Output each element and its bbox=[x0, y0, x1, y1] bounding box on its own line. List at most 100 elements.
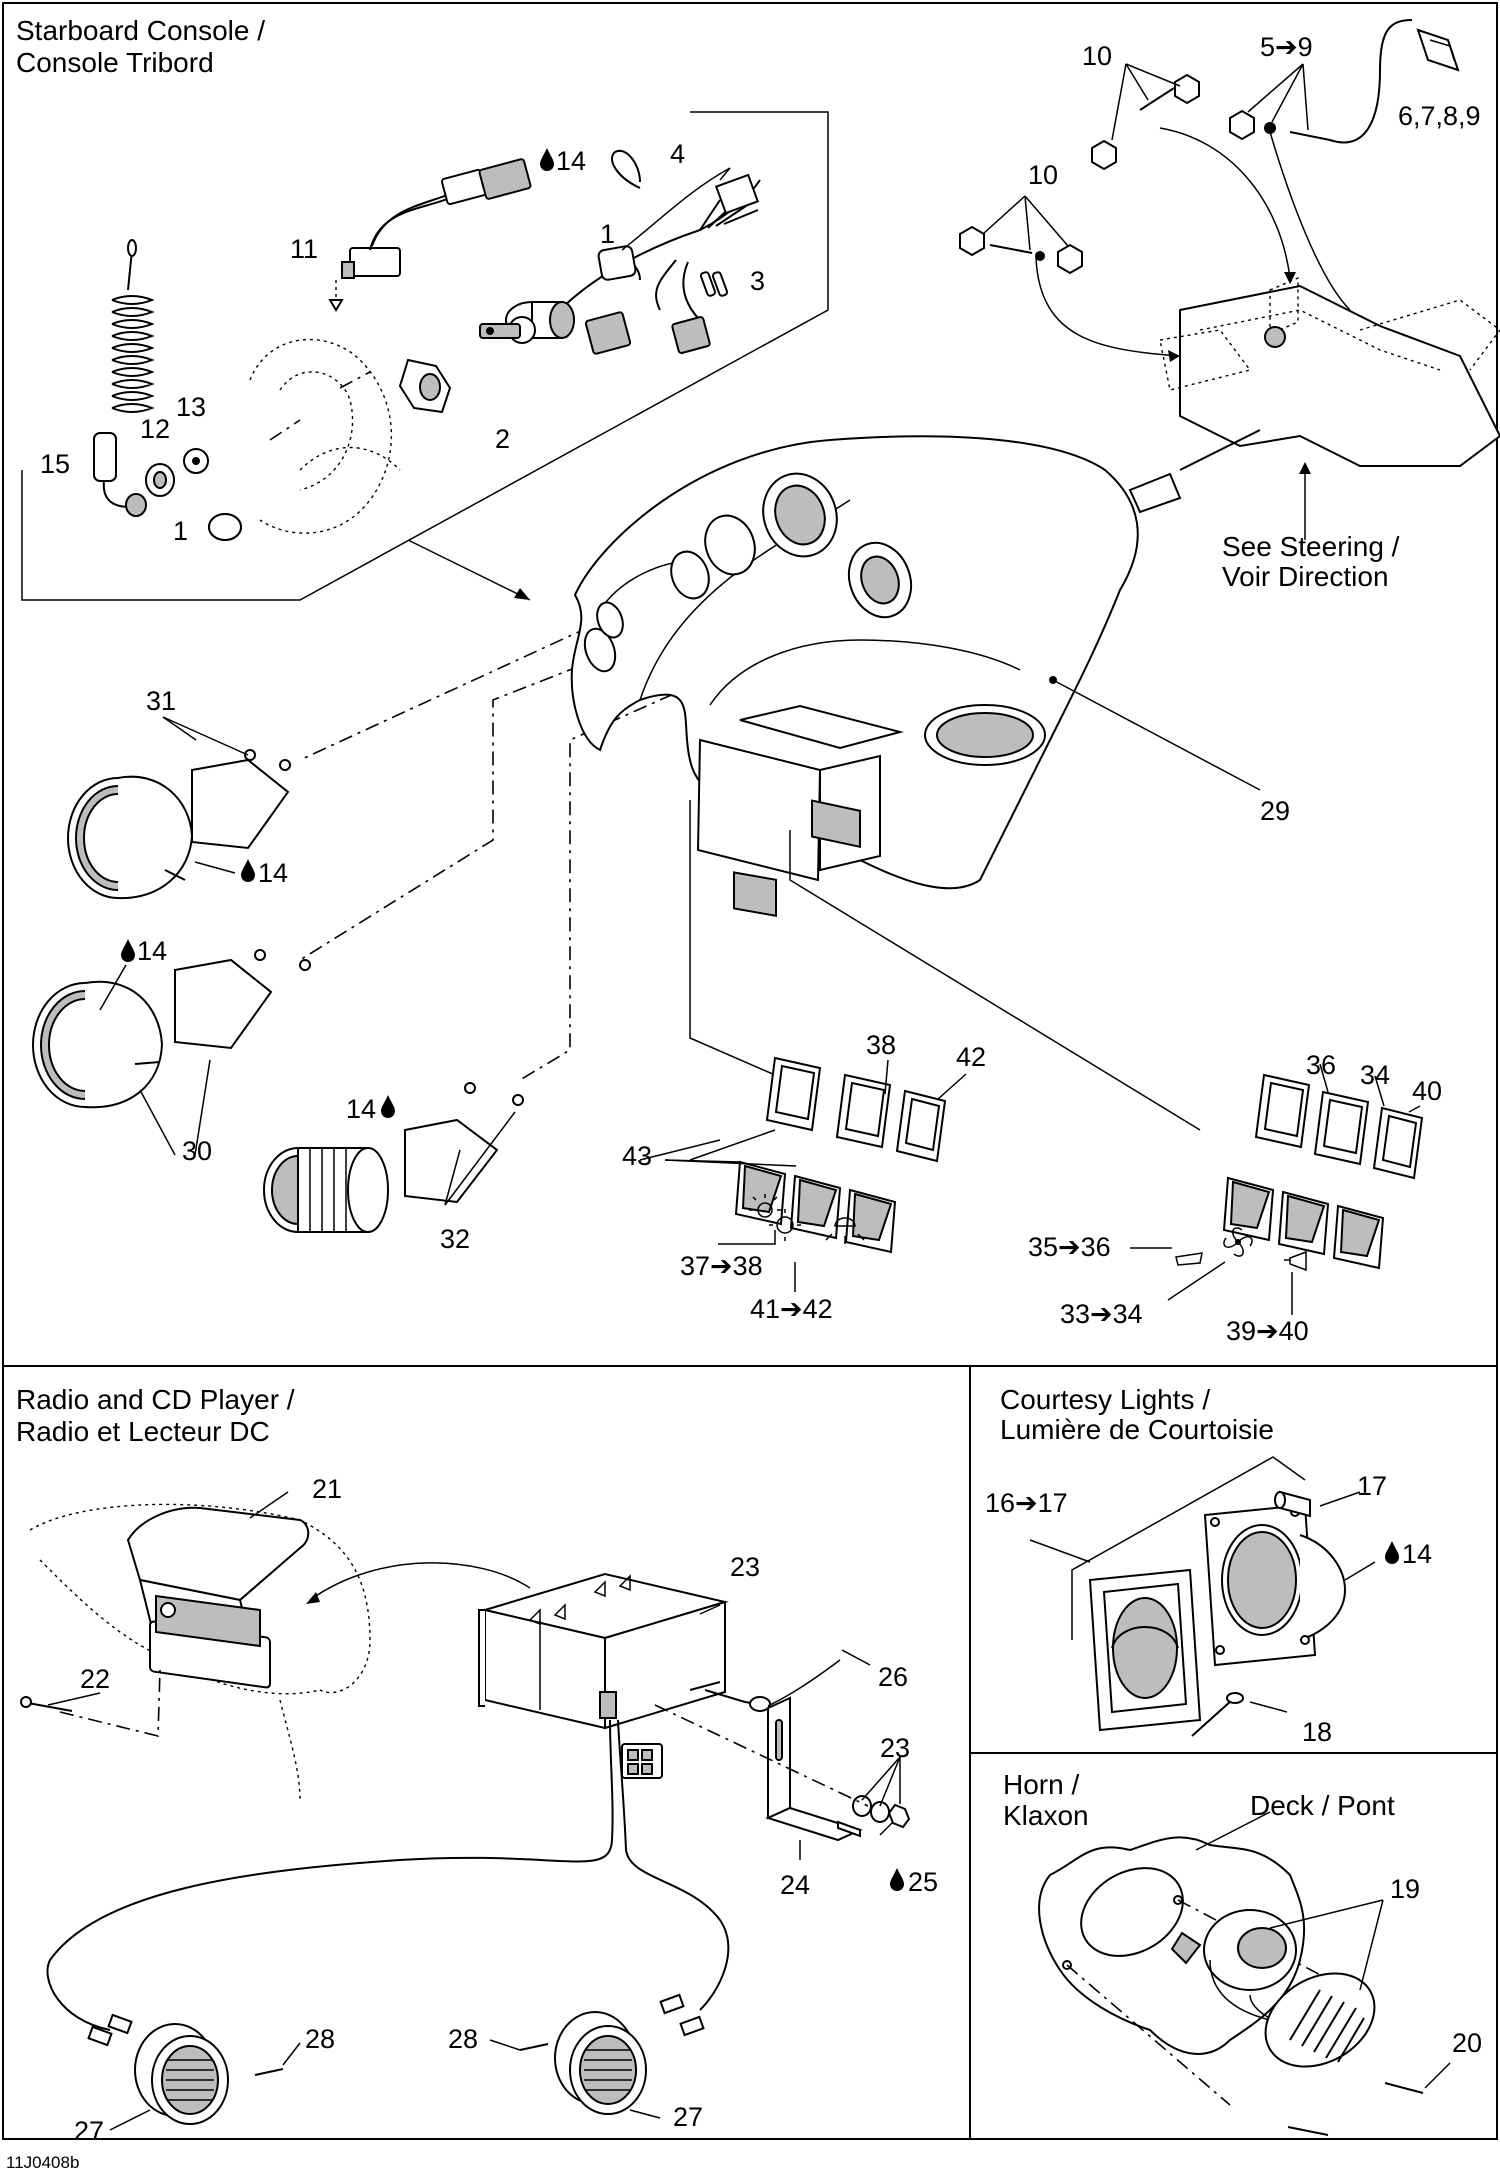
callout-43-leader bbox=[639, 1139, 721, 1161]
radio-dash-ghost bbox=[29, 1503, 371, 1801]
callout-38: 38 bbox=[866, 1030, 896, 1060]
terminal-pins bbox=[699, 271, 729, 297]
bracket-leader bbox=[654, 1704, 869, 1807]
courtesy-bracket bbox=[1071, 1456, 1306, 1640]
switch-group-left-bracket bbox=[689, 800, 776, 1076]
callout-34: 34 bbox=[1360, 1060, 1390, 1090]
ignition-group-arrow-head bbox=[514, 588, 530, 600]
sealant-drop-icon bbox=[540, 148, 554, 171]
wiring-harness bbox=[369, 158, 761, 355]
horn-panel-subtitle: Klaxon bbox=[1003, 1800, 1089, 1831]
callout-23-player: 23 bbox=[730, 1552, 760, 1582]
callout-28-right: 28 bbox=[448, 2024, 478, 2054]
sealant-drop-icon bbox=[381, 1095, 395, 1118]
radio-harness bbox=[46, 1719, 730, 2047]
post-switch bbox=[328, 247, 401, 312]
figure-code: 11J0408b bbox=[6, 2153, 79, 2172]
callout-3: 3 bbox=[750, 266, 765, 296]
gauge-32 bbox=[263, 1082, 524, 1233]
deck-panel bbox=[1038, 1836, 1306, 2055]
safety-lanyard-cord bbox=[93, 239, 155, 517]
callout-35-36: 35➔36 bbox=[1028, 1232, 1111, 1262]
gauge-31 bbox=[67, 749, 291, 900]
callout-14-gauge-31: 14 bbox=[258, 858, 288, 888]
ignition-group-bracket bbox=[21, 111, 829, 601]
speaker-27-right bbox=[519, 2011, 647, 2115]
radio-panel-subtitle: Radio et Lecteur DC bbox=[16, 1416, 270, 1447]
console-body bbox=[570, 435, 1139, 918]
callout-37-38: 37➔38 bbox=[680, 1251, 763, 1281]
callout-16-17: 16➔17 bbox=[985, 1488, 1068, 1518]
radio-cover-21 bbox=[126, 1506, 310, 1689]
callout-17: 17 bbox=[1357, 1471, 1387, 1501]
callout-43: 43 bbox=[622, 1141, 652, 1171]
courtesy-lights-subtitle: Lumière de Courtoisie bbox=[1000, 1414, 1274, 1445]
callout-1-bottom: 1 bbox=[173, 516, 188, 546]
callout-30: 30 bbox=[182, 1136, 212, 1166]
callout-24: 24 bbox=[780, 1870, 810, 1900]
ignition-group-arrow-line bbox=[407, 539, 531, 601]
gauge-30 bbox=[32, 949, 311, 1109]
callout-14-gauge-30: 14 bbox=[137, 936, 167, 966]
callout-29-leader bbox=[1052, 679, 1261, 791]
callout-23-hardware: 23 bbox=[880, 1733, 910, 1763]
cd-player-23 bbox=[478, 1572, 729, 1730]
sealant-drop-icon bbox=[121, 939, 135, 962]
outer-frame bbox=[2, 2, 1498, 2140]
radio-screw-22 bbox=[20, 1696, 73, 1712]
ignition-ring bbox=[208, 513, 242, 541]
see-steering-line1: See Steering / bbox=[1222, 531, 1400, 562]
ignition-switch bbox=[479, 301, 575, 344]
callout-4: 4 bbox=[670, 139, 685, 169]
callout-18: 18 bbox=[1302, 1717, 1332, 1747]
callout-1-top: 1 bbox=[600, 219, 615, 249]
radio-arrow-line bbox=[309, 1562, 531, 1601]
horn-panel-title: Horn / bbox=[1003, 1769, 1079, 1800]
callout-42: 42 bbox=[956, 1042, 986, 1072]
switch-group-right bbox=[1175, 1073, 1424, 1272]
horn-unit bbox=[1170, 1909, 1376, 2068]
callout-29: 29 bbox=[1260, 796, 1290, 826]
callout-15: 15 bbox=[40, 449, 70, 479]
callout-11: 11 bbox=[290, 234, 318, 264]
callout-labels: 1 1 2 3 4 5➔9 6,7,8,9 10 10 11 12 13 14 … bbox=[40, 32, 1482, 2146]
callout-33-leader bbox=[1167, 1261, 1226, 1301]
callout-33-34: 33➔34 bbox=[1060, 1299, 1143, 1329]
sealant-drop-icon bbox=[1385, 1541, 1399, 1564]
callout-12: 12 bbox=[140, 414, 170, 444]
switch-group-left bbox=[734, 1056, 947, 1254]
deck-label: Deck / Pont bbox=[1250, 1790, 1395, 1821]
callout-39-40: 39➔40 bbox=[1226, 1316, 1309, 1346]
ignition-nut bbox=[398, 358, 452, 414]
callout-14-courtesy: 14 bbox=[1402, 1539, 1432, 1569]
horn-screw-20 bbox=[1287, 2082, 1424, 2136]
callout-40: 40 bbox=[1412, 1076, 1442, 1106]
callout-2: 2 bbox=[495, 424, 510, 454]
speaker-27-left bbox=[134, 2023, 284, 2125]
callout-20: 20 bbox=[1452, 2028, 1482, 2058]
callout-10-top: 10 bbox=[1082, 41, 1112, 71]
starboard-console-subtitle: Console Tribord bbox=[16, 47, 214, 78]
callout-41-42: 41➔42 bbox=[750, 1294, 833, 1324]
switch-group-right-bracket bbox=[789, 830, 1201, 1131]
callout-27-right: 27 bbox=[673, 2102, 703, 2132]
callout-13: 13 bbox=[176, 392, 206, 422]
callout-14-harness: 14 bbox=[556, 146, 586, 176]
courtesy-bulb bbox=[1274, 1490, 1311, 1518]
callout-14-gauge-32: 14 bbox=[346, 1094, 376, 1124]
callout-25: 25 bbox=[908, 1867, 938, 1897]
antenna-26 bbox=[704, 1659, 841, 1712]
callout-28-left: 28 bbox=[305, 2024, 335, 2054]
callout-36: 36 bbox=[1306, 1050, 1336, 1080]
console-outline-ghost bbox=[249, 338, 401, 534]
callout-22: 22 bbox=[80, 1664, 110, 1694]
callout-26: 26 bbox=[878, 1662, 908, 1692]
callout-21: 21 bbox=[312, 1474, 342, 1504]
callout-5-9: 5➔9 bbox=[1260, 32, 1313, 62]
bracket-24 bbox=[765, 1696, 863, 1842]
radio-panel-title: Radio and CD Player / bbox=[16, 1384, 295, 1415]
see-steering-line2: Voir Direction bbox=[1222, 561, 1389, 592]
steering-hardware bbox=[959, 19, 1460, 275]
panel-frames bbox=[2, 2, 1498, 2140]
